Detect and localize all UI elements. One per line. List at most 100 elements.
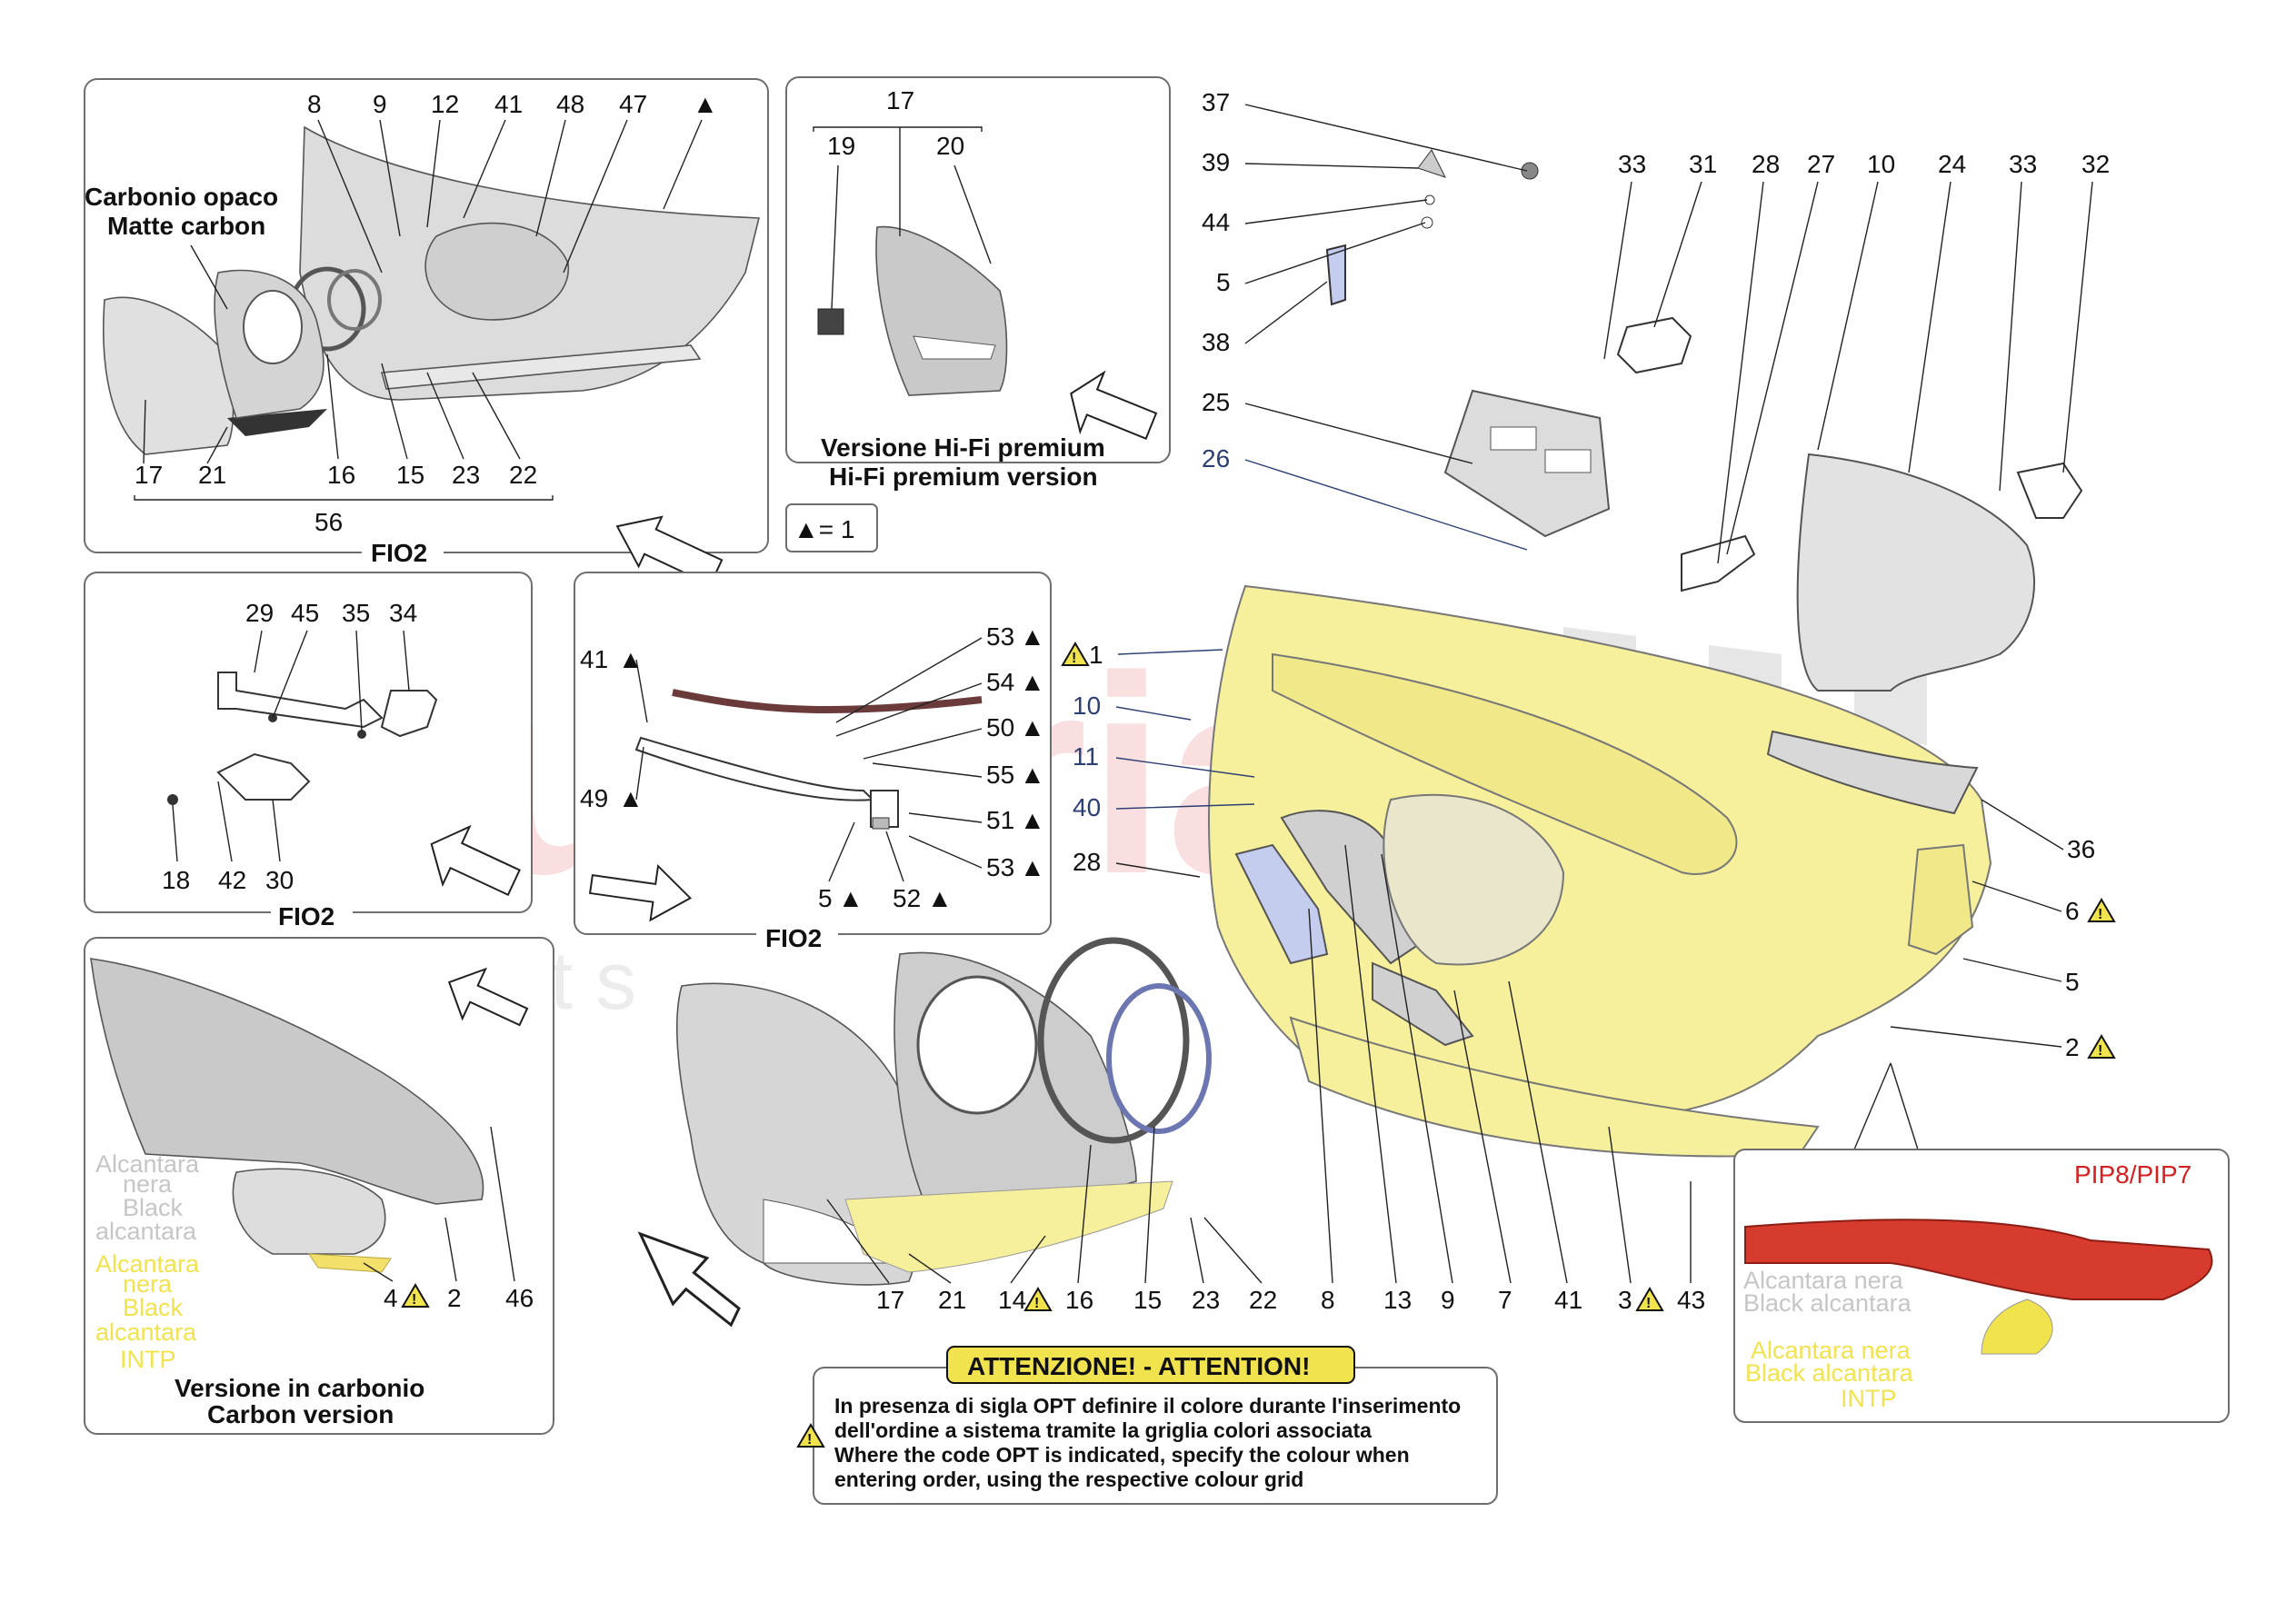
svg-text:!: ! (2098, 1043, 2102, 1059)
callout-53-b: 53 (986, 853, 1014, 881)
callout-41-mid: 41 (580, 645, 608, 673)
warning-icon: ! (1635, 1287, 1664, 1311)
callout-43: 43 (1677, 1286, 1705, 1314)
panel-pip: PIP8/PIP7 Alcantara nera Black alcantara… (1733, 1062, 2230, 1423)
callout-11: 11 (1073, 742, 1099, 771)
warning-line-4: entering order, using the respective col… (834, 1468, 1303, 1491)
carbon-trim-strip (90, 958, 484, 1205)
direction-arrow-carbon (447, 967, 529, 1027)
hifi-badge (817, 308, 844, 335)
svg-text:alcantara: alcantara (95, 1318, 197, 1346)
warning-icon: ! (1061, 642, 1090, 666)
callout-48: 48 (556, 90, 584, 118)
callout-9-main: 9 (1441, 1286, 1455, 1314)
triangle-icon: ▲ (838, 884, 863, 912)
label-carbon-it: Versione in carbonio (175, 1374, 424, 1402)
callout-40: 40 (1073, 793, 1101, 821)
cap-39 (1417, 149, 1446, 178)
pip-yellow-label-it: Alcantara nera (1751, 1337, 1912, 1364)
callout-52: 52 (893, 884, 921, 912)
bracket-right (380, 690, 438, 738)
door-handle-bezel-blue (1234, 843, 1329, 965)
callout-2: 2 (2065, 1033, 2080, 1061)
triangle-icon: ▲ (1020, 622, 1045, 651)
callout-37: 37 (1202, 88, 1230, 116)
callout-33-b: 33 (2009, 150, 2037, 178)
callout-28-door: 28 (1073, 848, 1101, 876)
callout-21: 21 (198, 461, 226, 489)
svg-text:Black: Black (123, 1194, 184, 1221)
speaker-grille (424, 222, 569, 321)
label-matte-carbon-en: Matte carbon (107, 212, 265, 240)
clip-38 (1325, 244, 1346, 306)
triangle-icon: ▲ (1020, 713, 1045, 741)
hinge-bracket-32 (2016, 462, 2083, 519)
direction-arrow-mid-center (588, 863, 693, 922)
warning-icon: ! (401, 1283, 430, 1308)
pip-title: PIP8/PIP7 (2074, 1160, 2191, 1189)
callout-17: 17 (135, 461, 163, 489)
callout-10-door: 10 (1073, 692, 1101, 720)
pip-red-trim (1744, 1219, 2213, 1300)
main-callouts: 33 31 28 27 10 24 33 32 37 39 44 5 38 25… (826, 88, 2110, 1314)
label-hifi-en: Hi-Fi premium version (829, 463, 1098, 491)
callout-24: 24 (1938, 150, 1966, 178)
pip-yellow-code: INTP (1841, 1385, 1897, 1412)
panel-footer-fio2-mid-left: FIO2 (278, 902, 334, 930)
bracket-upper (217, 672, 384, 729)
door-lower-trim (1289, 1016, 1820, 1158)
callout-19: 19 (827, 132, 855, 160)
warning-icon: ! (1023, 1287, 1053, 1311)
svg-text:alcantara: alcantara (95, 1218, 197, 1245)
callout-22: 22 (509, 461, 537, 489)
callout-35: 35 (342, 599, 370, 627)
callout-18: 18 (162, 866, 190, 894)
lower-strip (380, 344, 702, 390)
svg-text:!: ! (1646, 1296, 1651, 1311)
svg-text:nera: nera (123, 1170, 173, 1198)
callout-8: 8 (307, 90, 322, 118)
carbon-pocket-insert (232, 1168, 386, 1255)
callout-50: 50 (986, 713, 1014, 741)
callout-46: 46 (505, 1284, 534, 1312)
panel-mid-center: 41 ▲ 49 ▲ 53 ▲ 54 ▲ 50 ▲ 55 ▲ 51 ▲ 5 ▲ 5… (574, 572, 1052, 952)
callout-28: 28 (1752, 150, 1780, 178)
callout-54: 54 (986, 668, 1014, 696)
warning-line-1: In presenza di sigla OPT definire il col… (834, 1394, 1461, 1418)
callout-36: 36 (2067, 835, 2095, 863)
door-speaker-opening (1383, 793, 1565, 966)
panel-carbon: Alcantara nera Black alcantara Alcantara… (84, 937, 554, 1435)
callout-2-carbon: 2 (447, 1284, 462, 1312)
warning-icon: ! (2087, 898, 2116, 922)
callout-16-main: 16 (1065, 1286, 1093, 1314)
triangle-icon: ▲ (1020, 761, 1045, 789)
warning-icon: ! (796, 1423, 825, 1448)
svg-text:Alcantara: Alcantara (95, 1250, 200, 1278)
pocket-insert-yellow (844, 1180, 1173, 1273)
callout-55: 55 (986, 761, 1014, 789)
panel-hifi: 17 19 20 Versione Hi-Fi premium Hi-Fi pr… (785, 76, 1171, 491)
callout-5-top: 5 (1216, 268, 1231, 296)
bracket-lower (216, 752, 311, 801)
callout-41: 41 (494, 90, 523, 118)
callout-22-main: 22 (1249, 1286, 1277, 1314)
svg-text:Alcantara: Alcantara (95, 1150, 200, 1178)
triangle-icon: ▲ (1020, 806, 1045, 834)
pip-grey-label-en: Black alcantara (1743, 1289, 1912, 1317)
triangle-icon: ▲ (1020, 853, 1045, 881)
label-matte-carbon-it: Carbonio opaco (85, 183, 278, 211)
callout-42: 42 (218, 866, 246, 894)
svg-text:!: ! (2098, 907, 2102, 922)
callout-17-main: 17 (876, 1286, 904, 1314)
insulation-pad (1796, 453, 2035, 692)
callout-13: 13 (1383, 1286, 1412, 1314)
callout-23-main: 23 (1192, 1286, 1220, 1314)
pocket-cover (103, 296, 235, 455)
direction-arrow-mid-left (430, 824, 521, 897)
callout-30: 30 (265, 866, 294, 894)
hinge-bracket-31 (1616, 316, 1692, 374)
door-upper-rail (1272, 652, 1738, 875)
callout-32: 32 (2081, 150, 2110, 178)
svg-text:nera: nera (123, 1270, 173, 1298)
